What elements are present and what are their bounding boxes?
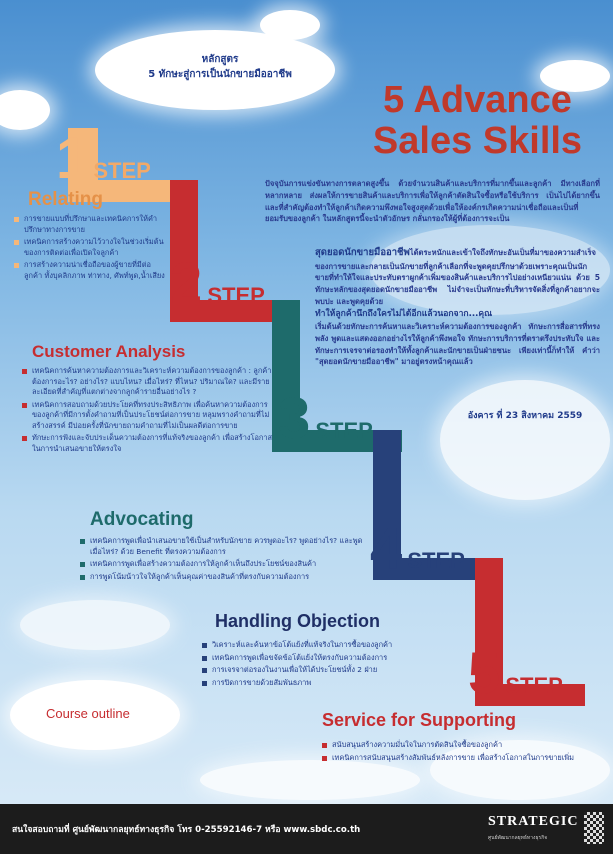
chess-board-icon (584, 812, 604, 844)
stair-2-horizontal (170, 300, 300, 322)
cloud (370, 225, 610, 315)
cloud (260, 10, 320, 40)
step-word: STEP (505, 673, 563, 698)
course-outline-label: Course outline (46, 706, 130, 721)
list-item: การขายแบบที่ปรึกษาและเทคนิคการให้คำปรึกษ… (14, 214, 166, 235)
cloud (430, 740, 610, 800)
intro-paragraph: ปัจจุบันการแข่งขันทางการตลาดสูงขึ้น ด้วย… (265, 178, 600, 225)
list-item: เทคนิคการพูดเพื่อนำเสนอขายใช้เป็นสำหรับน… (80, 536, 370, 557)
list-item: เทคนิคการพูดเพื่อสร้างความต้องการให้ลูกค… (80, 559, 370, 570)
list-item: เทคนิคการสร้างความไว้วางใจในช่วงเริ่มต้น… (14, 237, 166, 258)
title-line2: Sales Skills (372, 120, 583, 163)
step-number: 1 (56, 126, 89, 191)
list-item: เทคนิคการพูดเพื่อขจัดข้อโต้แย้งให้ตรงกับ… (202, 653, 467, 664)
step-4-label: 4 STEP (370, 520, 465, 578)
list-item: การปิดการขายด้วยสัมพันธภาพ (202, 678, 467, 689)
course-title: หลักสูตร 5 ทักษะสู่การเป็นนักขายมืออาชีพ (110, 52, 330, 82)
advocating-list: เทคนิคการพูดเพื่อนำเสนอขายใช้เป็นสำหรับน… (80, 536, 370, 584)
step-word: STEP (93, 158, 151, 183)
step-number: 4 (370, 516, 403, 581)
stair-3-vertical (272, 300, 300, 432)
intro-highlight-2: ทำให้ลูกค้านึกถึงใครไม่ได้อีกแล้วนอกจาก.… (315, 308, 493, 319)
cloud (95, 30, 335, 110)
list-item: วิเคราะห์และค้นหาข้อโต้แย้งที่แท้จริงในก… (202, 640, 467, 651)
step-5-label: 5 STEP (468, 645, 563, 703)
step-number: 3 (278, 386, 311, 451)
cloud (200, 760, 420, 800)
step-word: STEP (207, 283, 265, 308)
event-date: อังคาร ที่ 23 สิงหาคม 2559 (467, 411, 583, 421)
section-title-advocating: Advocating (90, 509, 194, 530)
strategic-logo: STRATEGIC ศูนย์พัฒนากลยุทธ์ทางธุรกิจ (488, 810, 606, 848)
title-line1: 5 Advance (383, 79, 572, 121)
list-item: สนับสนุนสร้างความมั่นใจในการตัดสินใจซื้อ… (322, 740, 592, 751)
section-title-handling-objection: Handling Objection (215, 611, 380, 631)
logo-subtext: ศูนย์พัฒนากลยุทธ์ทางธุรกิจ (488, 835, 548, 841)
cloud (20, 600, 170, 650)
intro-text: ปัจจุบันการแข่งขันทางการตลาดสูงขึ้น ด้วย… (265, 179, 600, 224)
step-3-label: 3 STEP (278, 390, 373, 448)
intro-highlight: สุดยอดนักขายมืออาชีพ (315, 247, 410, 258)
step-word: STEP (315, 418, 373, 443)
cloud (0, 90, 50, 130)
intro-paragraph-2: สุดยอดนักขายมืออาชีพได้ตระหนักและเข้าใจถ… (315, 246, 600, 368)
course-line1: หลักสูตร (201, 54, 239, 65)
stair-1-vertical (68, 128, 98, 180)
list-item: ทักษะการฟังและจับประเด็นความต้องการที่แท… (22, 433, 274, 454)
list-item: การเจรจาต่อรองในงานเพื่อให้ได้ประโยชน์ทั… (202, 665, 467, 676)
footer-contact[interactable]: สนใจสอบถามที่ ศูนย์พัฒนากลยุทธ์ทางธุรกิจ… (12, 825, 361, 835)
step-number: 5 (468, 641, 501, 706)
logo-text: STRATEGIC (488, 814, 579, 829)
relating-list: การขายแบบที่ปรึกษาและเทคนิคการให้คำปรึกษ… (14, 214, 166, 283)
stair-3-horizontal (272, 430, 402, 452)
list-item: การพูดโน้มน้าวใจให้ลูกค้าเห็นคุณค่าของสิ… (80, 572, 370, 583)
customer-list: เทคนิคการค้นหาความต้องการและวิเคราะห์ควา… (22, 366, 274, 456)
cloud (440, 380, 610, 500)
step-word: STEP (407, 548, 465, 573)
stair-4-vertical (373, 430, 401, 560)
course-line2: 5 ทักษะสู่การเป็นนักขายมืออาชีพ (148, 69, 292, 80)
cloud (10, 680, 180, 750)
list-item: การสร้างความน่าเชื่อถือของผู้ขายที่มีต่อ… (14, 260, 166, 281)
main-title: 5 Advance Sales Skills (345, 79, 610, 163)
stair-5-vertical (475, 558, 503, 686)
list-item: เทคนิคการสอบถามด้วยประโยคที่ทรงประสิทธิภ… (22, 400, 274, 432)
service-list: สนับสนุนสร้างความมั่นใจในการตัดสินใจซื้อ… (322, 740, 592, 765)
intro-text: ได้ตระหนักและเข้าใจถึงทักษะอันเป็นที่มาข… (315, 248, 600, 307)
stair-2-vertical (170, 180, 198, 300)
section-title-relating: Relating (28, 189, 103, 210)
step-2-label: 2 STEP (170, 255, 265, 313)
section-title-customer-analysis: Customer Analysis (32, 342, 186, 361)
intro-text: เริ่มต้นด้วยทักษะการค้นหาและวิเคราะห์ควา… (315, 322, 600, 367)
handling-list: วิเคราะห์และค้นหาข้อโต้แย้งที่แท้จริงในก… (202, 640, 467, 690)
stair-5-horizontal (475, 684, 585, 706)
stair-1-horizontal (68, 180, 198, 202)
list-item: เทคนิคการค้นหาความต้องการและวิเคราะห์ควา… (22, 366, 274, 398)
footer-bar: สนใจสอบถามที่ ศูนย์พัฒนากลยุทธ์ทางธุรกิจ… (0, 804, 613, 854)
cloud (540, 60, 610, 92)
step-number: 2 (170, 251, 203, 316)
step-1-label: 1 STEP (56, 130, 151, 188)
section-title-service: Service for Supporting (322, 710, 517, 730)
list-item: เทคนิคการสนับสนุนสร้างสัมพันธ์หลังการขาย… (322, 753, 592, 764)
stair-4-horizontal (373, 558, 503, 580)
